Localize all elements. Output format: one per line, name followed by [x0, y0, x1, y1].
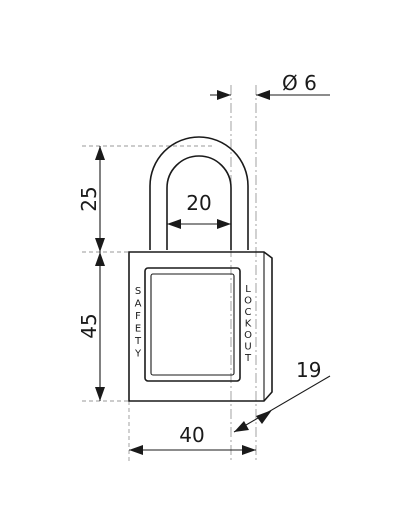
body-width-label: 40 [179, 423, 204, 447]
shackle-width-label: 20 [186, 191, 211, 215]
arrowhead [95, 238, 105, 252]
extension-lines [82, 85, 257, 462]
label-window-outer [144, 267, 241, 382]
dimension-diameter: Ø 6 [210, 71, 330, 100]
arrowhead [256, 410, 272, 424]
arrowhead [242, 445, 256, 455]
dimension-shackle-width: 20 [167, 191, 231, 229]
arrowhead [217, 90, 231, 100]
dimension-shackle-height: 25 [77, 146, 105, 252]
body-height-label: 45 [77, 313, 101, 338]
arrowhead [95, 146, 105, 160]
shackle-outer [149, 136, 249, 250]
dimension-body-height: 45 [77, 252, 105, 401]
diameter-label: Ø 6 [282, 71, 317, 95]
arrowhead [234, 421, 249, 432]
arrowhead [256, 90, 270, 100]
dimension-body-width: 40 [129, 423, 256, 455]
arrowhead [95, 387, 105, 401]
body-depth-line [233, 375, 331, 433]
dimension-body-depth: 19 [233, 358, 331, 433]
shackle-inner [166, 155, 232, 250]
arrowhead [167, 219, 181, 229]
shackle-height-label: 25 [77, 186, 101, 211]
arrowhead [129, 445, 143, 455]
arrowhead [95, 252, 105, 266]
label-window-inner [150, 273, 235, 376]
arrowhead [217, 219, 231, 229]
body-depth-label: 19 [296, 358, 321, 382]
shackle [149, 136, 249, 250]
